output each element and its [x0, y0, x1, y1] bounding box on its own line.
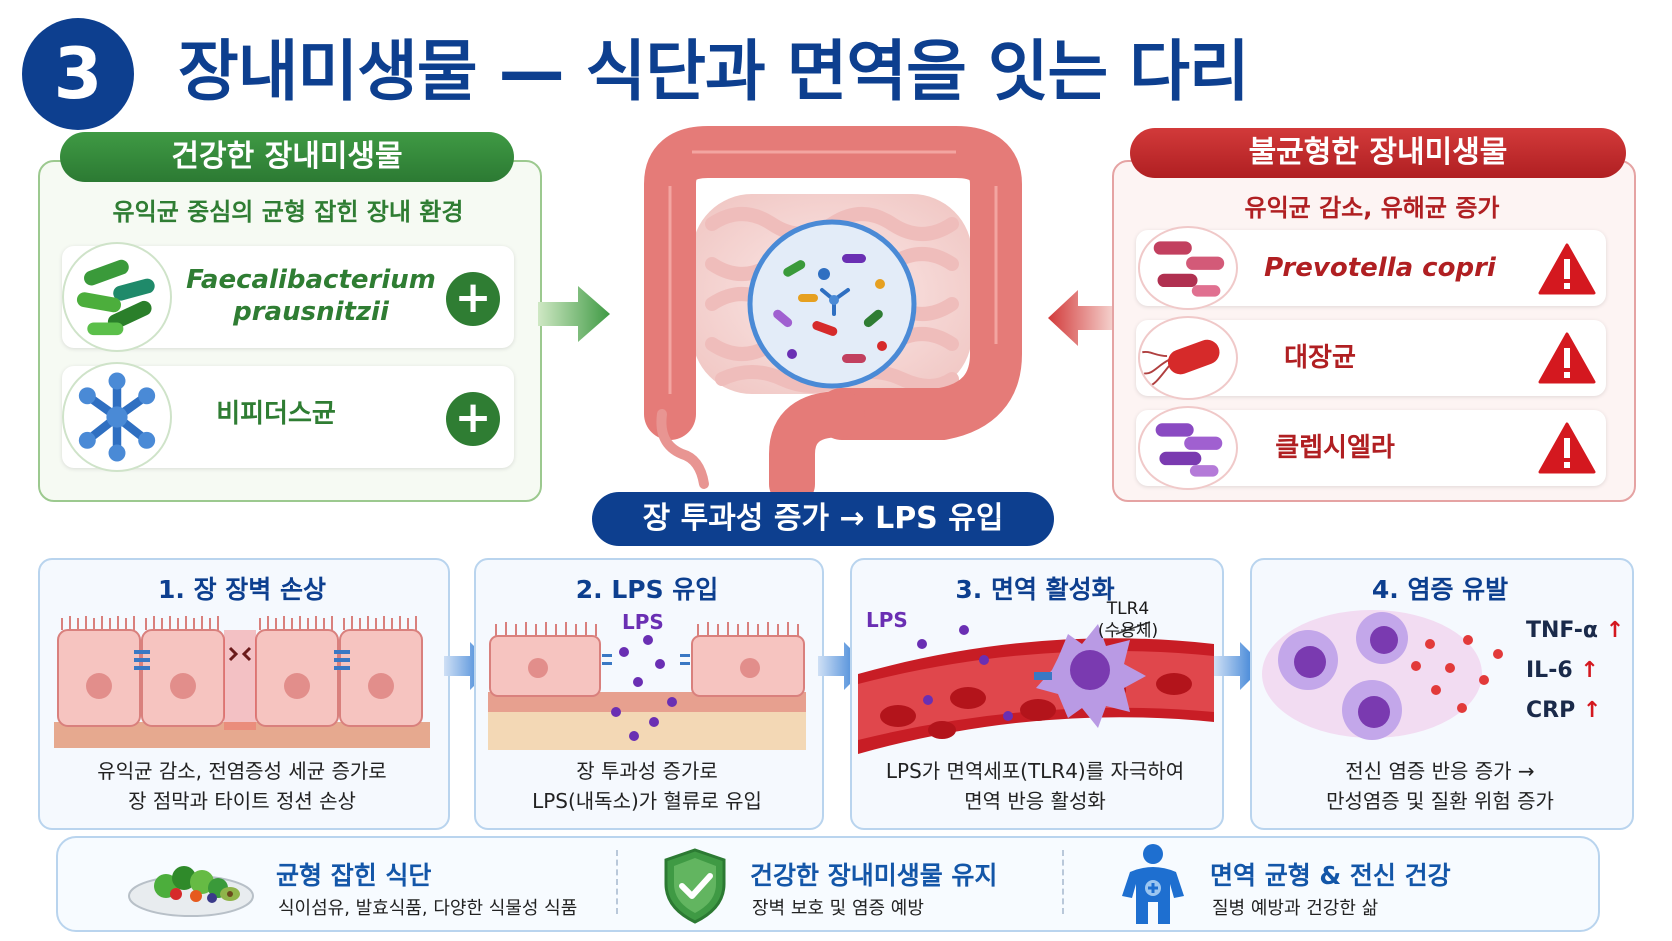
- cytokine-marker-list: TNF-α ↑ IL-6 ↑ CRP ↑: [1526, 618, 1624, 738]
- inflammation-illustration: [1262, 604, 1522, 744]
- step-3-desc-line1: LPS가 면역세포(TLR4)를 자극하여: [885, 759, 1185, 783]
- faecalibacterium-label: Faecalibacterium prausnitzii: [176, 258, 446, 334]
- step-1-desc-line1: 유익균 감소, 전염증성 세균 증가로: [97, 759, 387, 783]
- shield-check-icon: [662, 848, 728, 924]
- warning-icon: [1538, 422, 1596, 474]
- summary-divider: [1062, 850, 1064, 914]
- bifidobacterium-label: 비피더스균: [216, 399, 336, 429]
- marker-il-6: IL-6 ↑: [1526, 658, 1624, 698]
- step-4-title: 4. 염증 유발: [1371, 575, 1509, 604]
- receptor-label: (수용체): [1097, 621, 1159, 641]
- step-4-desc-line2: 만성염증 및 질환 위험 증가: [1326, 789, 1554, 813]
- step-1-desc-line2: 장 점막과 타이트 정션 손상: [128, 789, 356, 813]
- section-number: 3: [53, 33, 103, 115]
- green-arrow-right-icon: [538, 284, 610, 348]
- warning-icon: [1538, 332, 1596, 384]
- immune-activation-illustration: [858, 604, 1214, 754]
- ecoli-label: 대장균: [1284, 343, 1356, 373]
- summary-immune-title: 면역 균형 & 전신 건강: [1210, 861, 1451, 890]
- tlr4-receptor-label: TLR4 (수용체): [1088, 598, 1168, 642]
- plus-icon: +: [446, 272, 500, 326]
- plus-icon: +: [446, 392, 500, 446]
- lps-label-step3: LPS: [866, 608, 908, 632]
- step-3-desc-line2: 면역 반응 활성화: [964, 789, 1106, 813]
- lps-label: LPS: [622, 610, 664, 634]
- prevotella-icon: [1140, 228, 1236, 308]
- step-4-desc-line1: 전신 염증 반응 증가 →: [1345, 759, 1535, 783]
- tlr4-label: TLR4: [1106, 599, 1150, 619]
- summary-microbiome-title: 건강한 장내미생물 유지: [750, 861, 998, 890]
- lps-entry-illustration: [488, 612, 806, 750]
- faecalibacterium-label-line1: Faecalibacterium: [186, 265, 436, 295]
- up-arrow-icon: ↑: [1605, 618, 1625, 643]
- summary-diet-title: 균형 잡힌 식단: [276, 861, 432, 890]
- ecoli-icon: [1140, 318, 1236, 398]
- marker-tnf-alpha-label: TNF-α: [1526, 618, 1599, 643]
- summary-divider: [616, 850, 618, 914]
- faecalibacterium-label-line2: prausnitzii: [233, 297, 389, 327]
- klebsiella-label: 클렙시엘라: [1275, 433, 1395, 463]
- faecalibacterium-icon: [64, 244, 170, 350]
- prevotella-label: Prevotella copri: [1264, 253, 1496, 283]
- up-arrow-icon: ↑: [1582, 698, 1602, 723]
- warning-icon: [1538, 243, 1596, 295]
- step-2-desc-line2: LPS(내독소)가 혈류로 유입: [532, 789, 762, 813]
- marker-il-6-label: IL-6: [1526, 658, 1573, 683]
- page-title: 장내미생물 — 식단과 면역을 잇는 다리: [178, 33, 1250, 110]
- section-number-badge: 3: [22, 18, 134, 130]
- healthy-panel-title: 건강한 장내미생물: [60, 132, 514, 182]
- step-2-desc-line1: 장 투과성 증가로: [576, 759, 718, 783]
- healthy-panel-subtitle: 유익균 중심의 균형 잡힌 장내 환경: [112, 198, 464, 226]
- step-3-title: 3. 면역 활성화: [955, 575, 1115, 604]
- permeability-banner: 장 투과성 증가 → LPS 유입: [592, 492, 1054, 546]
- klebsiella-icon: [1140, 408, 1236, 488]
- up-arrow-icon: ↑: [1580, 658, 1599, 683]
- summary-diet-desc: 식이섬유, 발효식품, 다양한 식물성 식품: [278, 898, 578, 919]
- unhealthy-panel-title: 불균형한 장내미생물: [1130, 128, 1626, 178]
- damaged-barrier-illustration: [54, 610, 430, 748]
- red-arrow-left-icon: [1048, 290, 1112, 350]
- summary-bar: [56, 836, 1600, 932]
- salad-icon: [126, 846, 256, 920]
- step-2-title: 2. LPS 유입: [575, 575, 719, 604]
- step-1-title: 1. 장 장벽 손상: [157, 575, 326, 604]
- marker-tnf-alpha: TNF-α ↑: [1526, 618, 1624, 658]
- intestine-illustration: [612, 114, 1052, 507]
- person-health-icon: [1118, 842, 1188, 926]
- marker-crp: CRP ↑: [1526, 698, 1624, 738]
- marker-crp-label: CRP: [1526, 698, 1576, 723]
- summary-immune-desc: 질병 예방과 건강한 삶: [1212, 898, 1379, 919]
- bifidobacterium-icon: [64, 364, 170, 470]
- unhealthy-panel-subtitle: 유익균 감소, 유해균 증가: [1244, 194, 1500, 222]
- summary-microbiome-desc: 장벽 보호 및 염증 예방: [752, 898, 924, 919]
